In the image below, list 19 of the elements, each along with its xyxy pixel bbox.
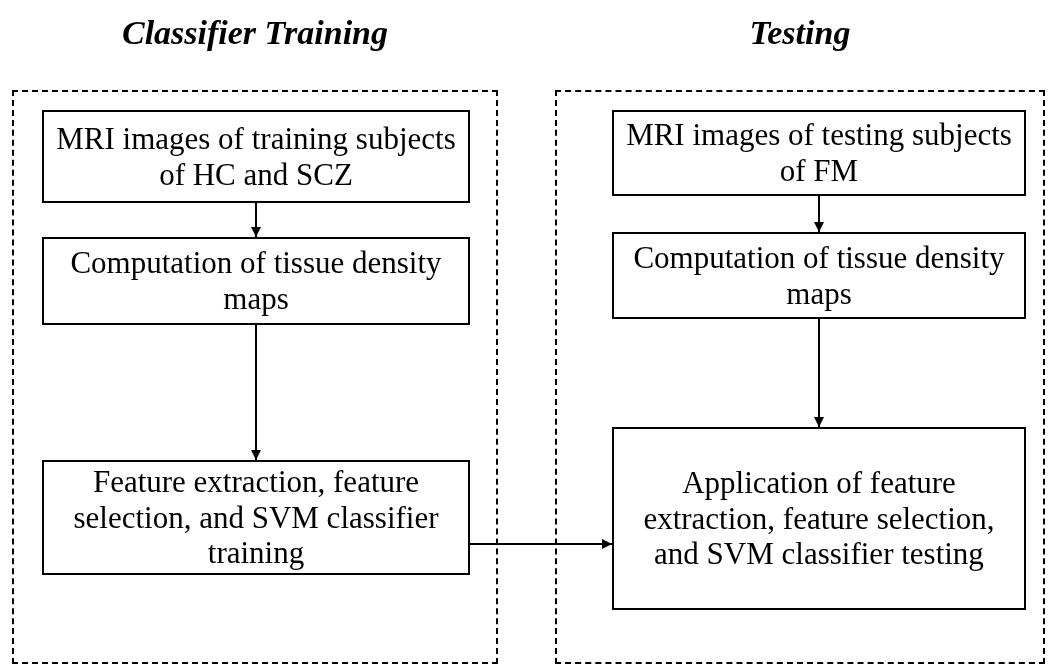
- box-text: Computation of tissue density maps: [632, 239, 1006, 312]
- group-heading: Testing: [748, 14, 852, 52]
- process-box: [42, 110, 470, 203]
- process-box: [612, 110, 1026, 196]
- arrow: [814, 318, 824, 428]
- process-box: [42, 237, 470, 325]
- process-box: [612, 232, 1026, 319]
- box-text: Application of feature extraction, feature selection, and SVM classifier testing: [642, 465, 996, 572]
- group-heading: Classifier Training: [120, 14, 390, 52]
- box-text: MRI images of testing subjects of FM: [625, 117, 1013, 189]
- process-box: [612, 427, 1026, 610]
- process-box: [42, 460, 470, 575]
- arrow: [814, 195, 824, 233]
- box-text: MRI images of training subjects of HC and SCZ: [55, 120, 457, 193]
- box-text: Computation of tissue density maps: [69, 245, 443, 317]
- arrow: [251, 324, 261, 461]
- arrow: [251, 202, 261, 238]
- box-text: Feature extraction, feature selection, and SVM classifier training: [72, 464, 440, 571]
- arrow: [469, 538, 613, 549]
